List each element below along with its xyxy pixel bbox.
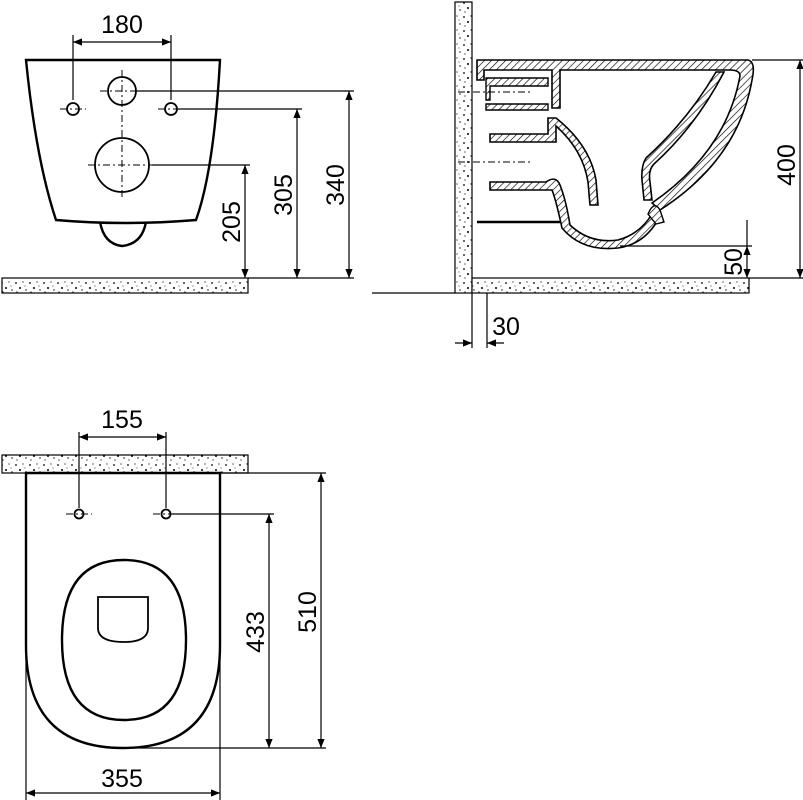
dim-label-180: 180 xyxy=(101,11,143,39)
wall xyxy=(454,1,473,294)
dim-label-400: 400 xyxy=(773,144,801,186)
dim-label-50: 50 xyxy=(720,248,748,276)
dim-label-305: 305 xyxy=(270,174,298,216)
front-view: 180 205 305 340 xyxy=(1,11,354,294)
top-view: 155 433 510 355 xyxy=(1,406,326,800)
dim-label-205: 205 xyxy=(218,201,246,243)
floor-slab xyxy=(1,277,249,294)
dim-label-340: 340 xyxy=(322,164,350,206)
dim-label-355: 355 xyxy=(101,765,143,793)
bowl-opening xyxy=(60,558,188,722)
bowl-spout xyxy=(98,221,148,248)
dim-label-30: 30 xyxy=(492,313,520,341)
bowl-section xyxy=(476,59,755,250)
dim-label-510: 510 xyxy=(294,591,322,633)
wall-slab-top xyxy=(1,454,249,474)
bowl-front-outline xyxy=(24,58,222,225)
side-view: 400 50 30 xyxy=(372,1,803,348)
dim-label-433: 433 xyxy=(242,611,270,653)
dim-label-155: 155 xyxy=(101,406,143,434)
bowl-top-outline xyxy=(24,471,222,750)
floor-slab-side xyxy=(471,277,750,294)
flush-hole xyxy=(97,596,149,643)
